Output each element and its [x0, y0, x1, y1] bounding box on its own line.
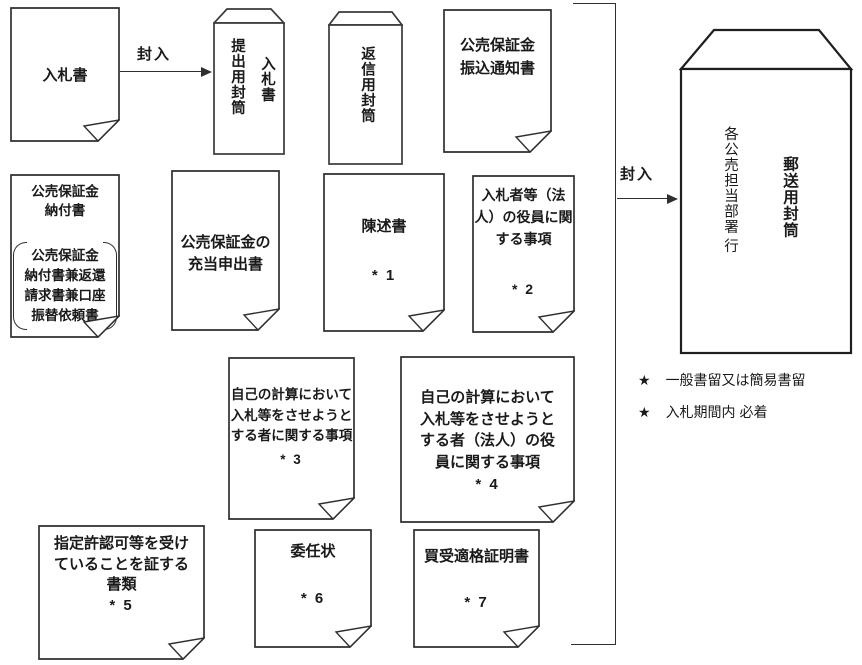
bracket-top-line	[573, 3, 616, 4]
doc-deposit-transfer-notice: 公売保証金 振込通知書	[443, 9, 552, 153]
doc-label: 買受適格証明書	[423, 548, 529, 565]
arrow-right-icon	[201, 67, 212, 77]
doc-purchase-eligibility: 買受適格証明書 * 7	[413, 529, 540, 648]
doc-note: * 7	[464, 594, 489, 611]
doc-label: 充当申出書	[187, 256, 263, 273]
doc-label: 自己の計算において	[420, 389, 555, 406]
doc-note: * 2	[511, 281, 536, 297]
doc-label: 公売保証金	[31, 248, 99, 263]
bracket-right-icon	[103, 242, 117, 330]
doc-label: する者に関する事項	[230, 428, 353, 443]
doc-power-of-attorney: 委任状 * 6	[254, 529, 372, 648]
doc-label: 書類	[106, 576, 137, 593]
doc-label: 人）の役員に関	[474, 209, 573, 225]
doc-statement: 陳述書 * 1	[323, 173, 445, 332]
doc-note: * 6	[300, 590, 326, 607]
doc-label: 自己の計算において	[230, 387, 353, 402]
note-registered-mail: ★ 一般書留又は簡易書留	[638, 370, 806, 390]
envelope-label: 郵送用封筒	[781, 156, 798, 239]
envelope-shape	[679, 28, 853, 355]
bracket-vertical-line	[615, 3, 616, 645]
envelope-mailing: 各公売担当部署 行 郵送用封筒	[679, 28, 853, 355]
doc-bid-form: 入札書	[10, 7, 120, 142]
star-icon: ★	[638, 371, 651, 388]
doc-label: 納付書	[44, 203, 86, 218]
doc-label: 入札書	[42, 67, 88, 84]
doc-label: 委任状	[290, 543, 336, 560]
note-deadline: ★ 入札期間内 必着	[638, 402, 767, 422]
doc-own-account-officers: 自己の計算において 入札等をさせようと する者（法人）の役 員に関する事項 * …	[400, 356, 575, 523]
bracket-group: 公売保証金 納付書兼返還 請求書兼口座 振替依頼書	[13, 242, 117, 330]
doc-own-account: 自己の計算において 入札等をさせようと する者に関する事項 * 3	[228, 357, 355, 520]
doc-label: 入札者等（法	[481, 187, 566, 203]
envelope-shape	[328, 11, 403, 165]
doc-label: 請求書兼口座	[24, 288, 106, 303]
doc-label: する者（法人）の役	[419, 432, 555, 449]
doc-license-proof: 指定許認可等を受け ていることを証する 書類 * 5	[38, 525, 205, 660]
doc-label: する事項	[495, 231, 552, 247]
envelope-submission: 提出用封筒 入札書	[213, 7, 285, 155]
envelope-label: 提出用封筒	[229, 38, 245, 116]
envelope-shape	[213, 8, 285, 155]
doc-label: 公売保証金	[31, 184, 99, 199]
envelope-addressee-honorific: 行	[722, 238, 738, 254]
envelope-return: 返信用封筒	[328, 10, 403, 165]
note-text: 入札期間内 必着	[665, 404, 768, 420]
doc-note: * 4	[475, 476, 500, 493]
doc-deposit-appropriation: 公売保証金の 充当申出書	[171, 170, 280, 331]
bracket-left-icon	[13, 242, 27, 330]
doc-note: * 3	[280, 451, 303, 467]
doc-label: 公売保証金	[459, 37, 535, 54]
enclose-label-right: 封入	[620, 166, 655, 183]
note-text: 一般書留又は簡易書留	[665, 372, 806, 388]
envelope-addressee: 各公売担当部署	[722, 126, 738, 235]
doc-note: * 5	[109, 596, 134, 614]
doc-deposit-payment: 公売保証金 納付書 公売保証金 納付書兼返還 請求書兼口座 振替依頼書	[10, 174, 120, 338]
arrow-right-icon	[667, 194, 678, 204]
bracket-bottom-line	[571, 644, 616, 645]
arrow-line	[120, 71, 203, 72]
doc-note: * 1	[371, 267, 397, 284]
doc-label: 陳述書	[361, 218, 407, 235]
doc-label: 入札等をさせようと	[230, 407, 353, 423]
doc-label: 公売保証金の	[180, 234, 271, 251]
enclose-label-left: 封入	[137, 46, 172, 63]
doc-label: 振替依頼書	[31, 308, 99, 323]
doc-label: 指定許認可等を受け	[53, 535, 189, 552]
arrow-line	[617, 198, 669, 199]
doc-label: 入札等をさせようと	[419, 410, 555, 428]
envelope-content-label: 入札書	[259, 56, 275, 103]
envelope-label: 返信用封筒	[359, 46, 375, 124]
doc-label: 納付書兼返還	[24, 268, 106, 283]
doc-label: 員に関する事項	[434, 453, 540, 471]
star-icon: ★	[638, 403, 651, 420]
doc-bidder-officers: 入札者等（法 人）の役員に関 する事項 * 2	[472, 175, 575, 333]
doc-label: ていることを証する	[53, 555, 189, 573]
doc-label: 振込通知書	[459, 60, 535, 77]
